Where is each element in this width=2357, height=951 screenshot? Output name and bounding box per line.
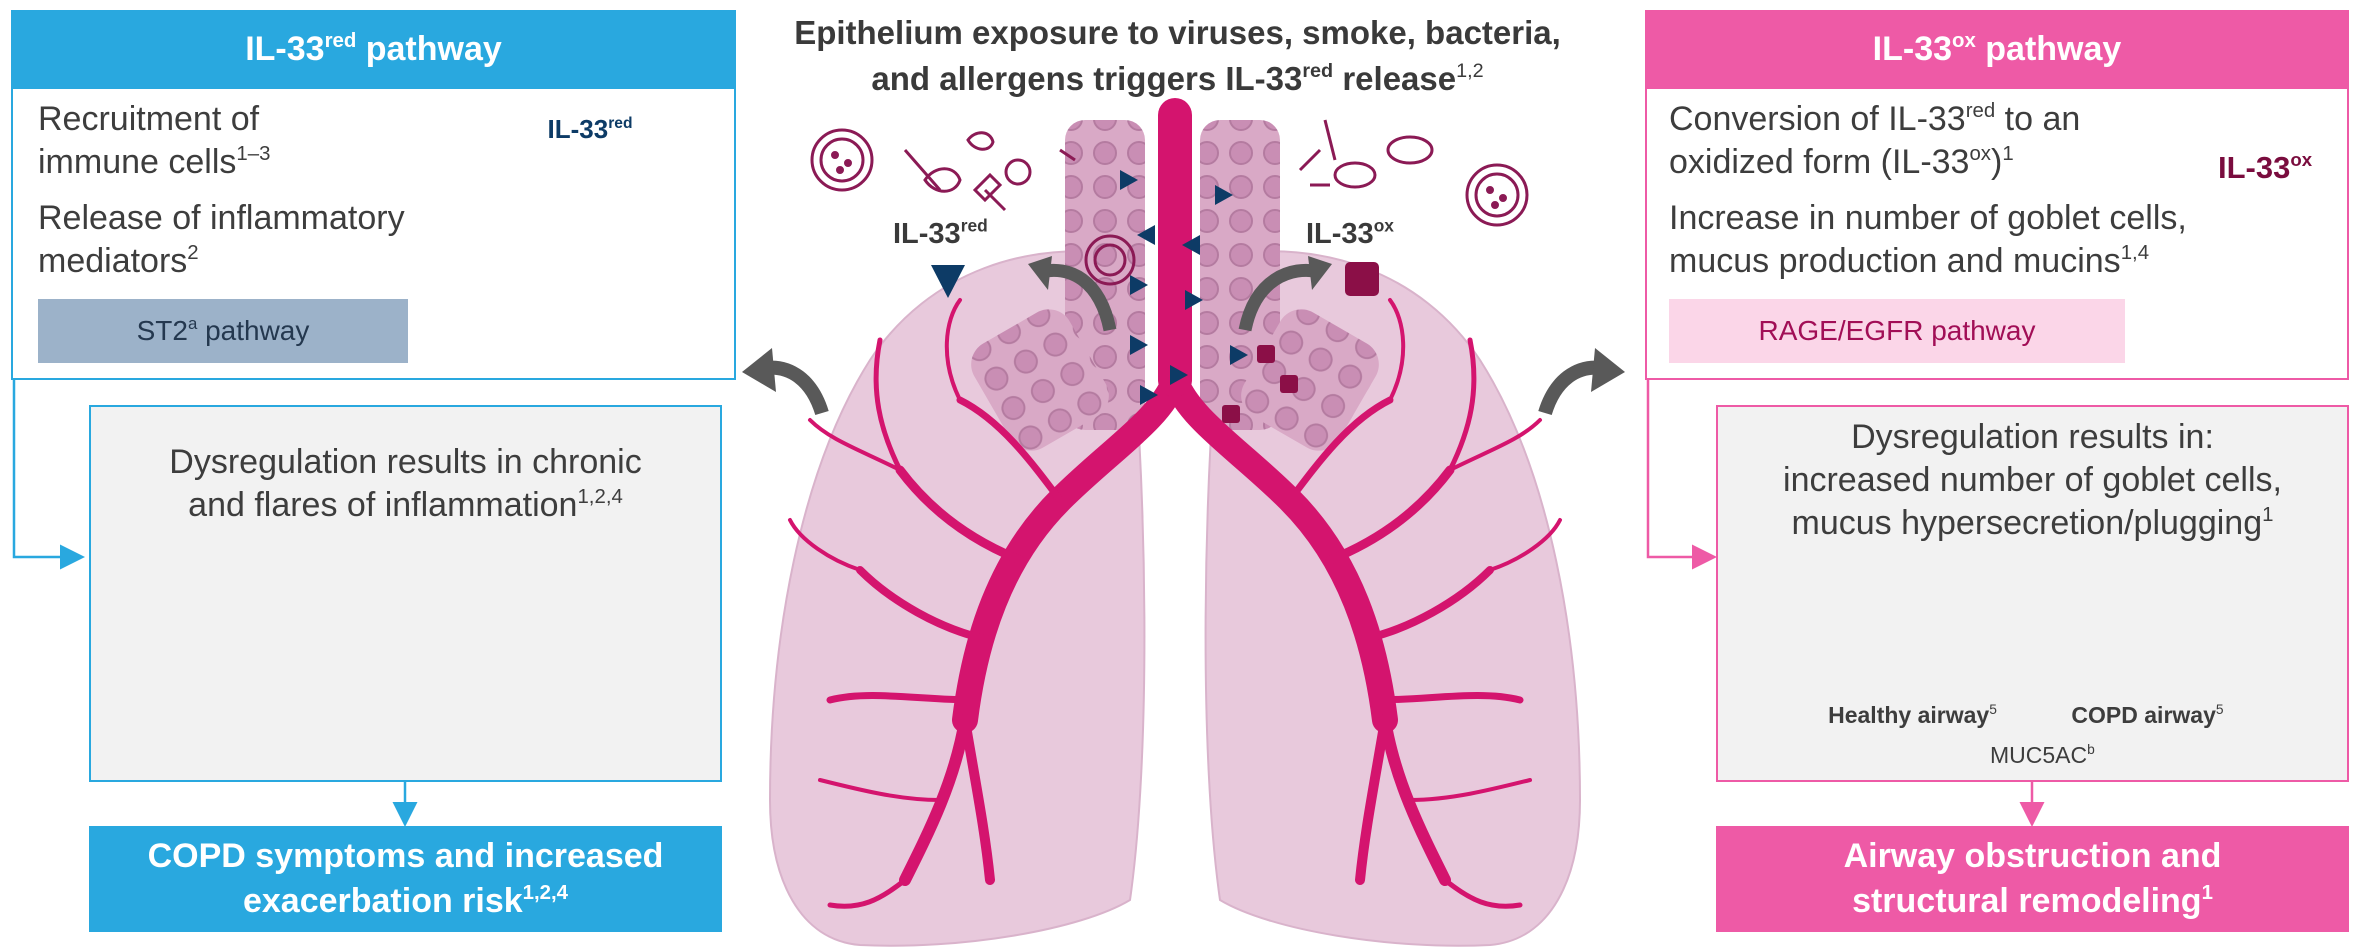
rage-egfr-pathway-box: RAGE/EGFR pathway <box>1669 299 2125 363</box>
il33ox-center-label: IL-33ox <box>1306 218 1426 251</box>
il33ox-ligand-label: IL-33ox <box>2218 150 2338 186</box>
left-dysregulation-text: Dysregulation results in chronic and fla… <box>89 441 722 527</box>
right-item-goblet: Increase in number of goblet cells, mucu… <box>1669 197 2229 283</box>
left-pathway-header: IL-33red pathway <box>11 10 736 89</box>
lungs-illustration <box>770 115 1580 946</box>
left-connector-line <box>14 380 80 557</box>
left-item-recruitment: Recruitment of immune cells1–3 <box>38 98 478 184</box>
left-item-release: Release of inflammatory mediators2 <box>38 197 478 283</box>
left-outcome-box: COPD symptoms and increased exacerbation… <box>89 826 722 932</box>
il33ox-marker <box>1345 262 1379 296</box>
healthy-airway-label: Healthy airway5 <box>1820 702 2005 729</box>
st2-receptor-label: IL-33red <box>530 114 650 145</box>
top-banner-title: Epithelium exposure to viruses, smoke, b… <box>770 10 1585 102</box>
right-dysregulation-text: Dysregulation results in: increased numb… <box>1716 416 2349 545</box>
il33red-center-label: IL-33red <box>893 218 1013 251</box>
right-pathway-header: IL-33ox pathway <box>1645 10 2349 89</box>
st2-pathway-box: ST2a pathway <box>38 299 408 363</box>
right-outcome-box: Airway obstruction and structural remode… <box>1716 826 2349 932</box>
copd-airway-label: COPD airway5 <box>2055 702 2240 729</box>
right-item-conversion: Conversion of IL-33red to an oxidized fo… <box>1669 98 2229 184</box>
muc5ac-legend-label: MUC5ACb <box>1990 742 2140 769</box>
right-connector-line <box>1648 380 1712 557</box>
